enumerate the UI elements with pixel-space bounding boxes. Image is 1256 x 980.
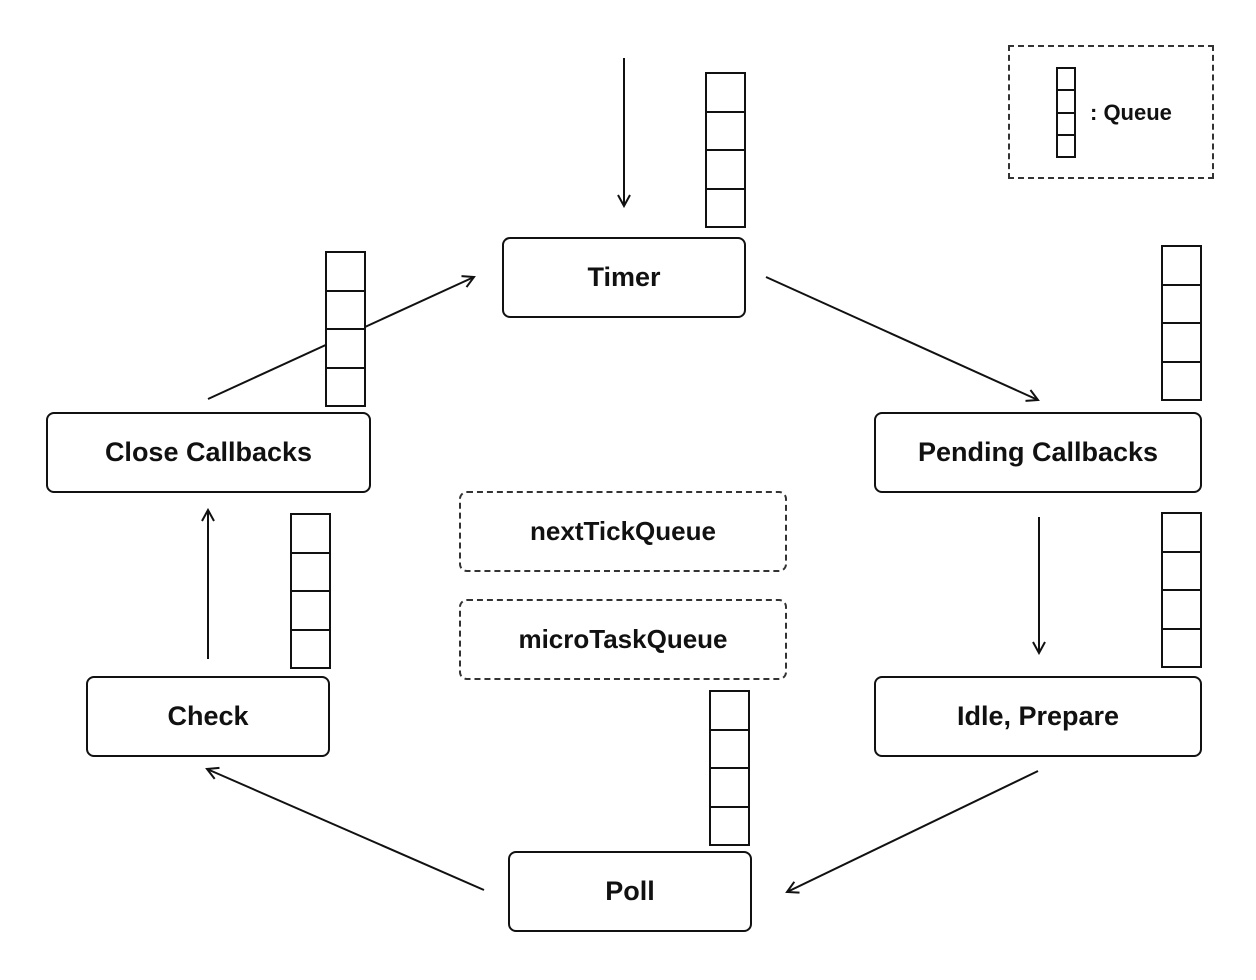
micro-task-queue-box: microTaskQueue bbox=[459, 599, 787, 680]
legend-label: : Queue bbox=[1090, 100, 1172, 125]
check-queue bbox=[290, 513, 331, 669]
pending-callbacks-phase: Pending Callbacks bbox=[874, 412, 1202, 493]
arrow-timer-to-pending bbox=[765, 276, 1038, 400]
legend-queue-icon bbox=[1056, 67, 1076, 158]
close-callbacks-queue bbox=[325, 251, 366, 407]
pending-callbacks-queue bbox=[1161, 245, 1202, 401]
idle-prepare-phase: Idle, Prepare bbox=[874, 676, 1202, 757]
poll-queue bbox=[709, 690, 750, 846]
timer-phase: Timer bbox=[502, 237, 746, 318]
check-phase: Check bbox=[86, 676, 330, 757]
next-tick-queue-box: nextTickQueue bbox=[459, 491, 787, 572]
close-callbacks-phase: Close Callbacks bbox=[46, 412, 371, 493]
legend-box: : Queue bbox=[1008, 45, 1214, 179]
poll-phase: Poll bbox=[508, 851, 752, 932]
timer-queue bbox=[705, 72, 746, 228]
idle-prepare-queue bbox=[1161, 512, 1202, 668]
arrow-poll-to-check bbox=[207, 769, 485, 891]
arrow-idle-to-poll bbox=[787, 770, 1039, 892]
